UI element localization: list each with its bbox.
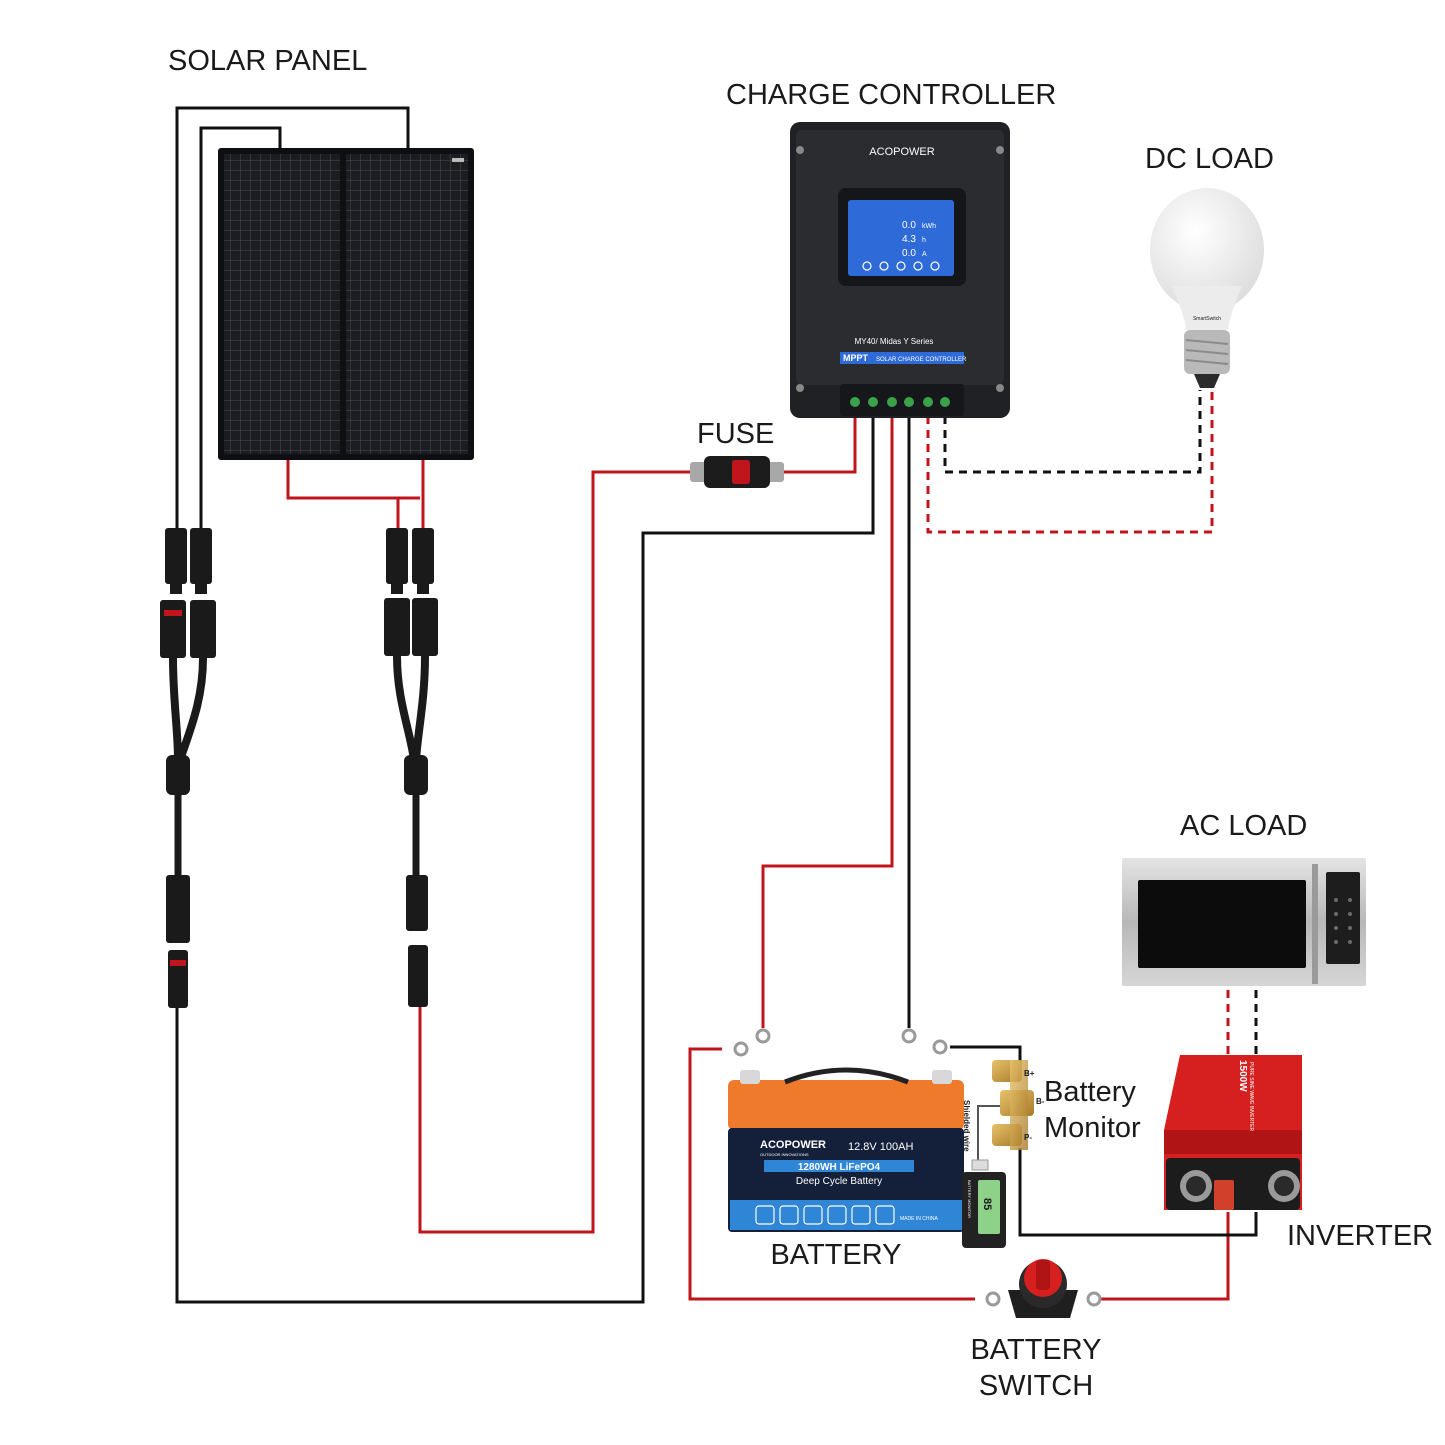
battery-tagline: OUTDOOR INNOVATIONS: [760, 1152, 809, 1157]
controller-terminal-block: [840, 384, 964, 416]
label-dc-load: DC LOAD: [1145, 143, 1274, 175]
controller-terminals: [850, 397, 950, 407]
shunt-terminal-b-minus: B-: [1036, 1097, 1045, 1106]
fuse-holder: [690, 456, 784, 488]
ring-terminals: [733, 1028, 1102, 1307]
microwave: [1122, 858, 1366, 986]
switch-to-inverter: [1100, 1212, 1230, 1301]
lcd-value-3: 0.0: [902, 248, 916, 259]
shunt-to-inverter-negative: [1018, 1148, 1258, 1237]
battery-type: Deep Cycle Battery: [796, 1176, 882, 1187]
shunt-terminal-b-plus: B+: [1024, 1069, 1035, 1078]
controller-mppt: MPPT: [843, 353, 869, 363]
label-ac-load: AC LOAD: [1180, 810, 1307, 842]
dc-load-negative: [943, 390, 1202, 474]
shunt-terminal-p-minus: P-: [1024, 1133, 1032, 1142]
label-battery-switch-line1: BATTERY: [970, 1334, 1101, 1366]
branch-cable-left: [169, 657, 207, 762]
inverter: 1500W PURE SINE WAVE INVERTER: [1164, 1055, 1302, 1210]
charge-controller: ACOPOWER 0.0 4.3 0.0 kWh h A MY40/ Midas…: [790, 122, 1010, 418]
inverter-type: PURE SINE WAVE INVERTER: [1248, 1062, 1254, 1131]
label-charge-controller: CHARGE CONTROLLER: [726, 79, 1056, 111]
fuse-to-controller: [782, 416, 857, 474]
mc4-pair-left-top: [165, 528, 212, 594]
panel-lead-inner: [199, 126, 282, 530]
label-inverter: INVERTER: [1287, 1220, 1433, 1252]
wires: [175, 106, 1258, 1304]
lcd-unit-2: h: [922, 237, 926, 244]
light-bulb: SmartSwitch: [1150, 188, 1264, 388]
battery-spec: 12.8V 100AH: [848, 1141, 913, 1153]
controller-buttons[interactable]: [862, 261, 940, 271]
battery-brand: ACOPOWER: [760, 1139, 826, 1151]
controller-to-battery-positive: [761, 416, 894, 1028]
battery-monitor-display: 85 BATTERY MONITOR: [962, 1172, 1006, 1248]
label-battery-monitor-line1: Battery: [1044, 1076, 1136, 1108]
bulb-brand: SmartSwitch: [1193, 316, 1221, 322]
solar-panels: [218, 148, 474, 460]
label-battery-switch-line2: SWITCH: [979, 1370, 1093, 1402]
battery-capacity: 1280WH LiFePO4: [798, 1162, 881, 1173]
shunt: B+ B- P-: [992, 1060, 1045, 1150]
branch-cable-right: [393, 655, 429, 761]
lcd-unit-3: A: [922, 251, 927, 258]
lifepo4-battery: ACOPOWER OUTDOOR INNOVATIONS 12.8V 100AH…: [728, 1067, 964, 1232]
pv-positive-to-fuse: [418, 470, 693, 1234]
mc4-pair-left-mid: [160, 600, 216, 658]
monitor-display-value: 85: [981, 1198, 993, 1210]
mc4-pair-right-mid: [384, 598, 438, 656]
lcd-value-1: 0.0: [902, 220, 916, 231]
battery-made-in: MADE IN CHINA: [900, 1216, 938, 1222]
monitor-display-label: BATTERY MONITOR: [967, 1180, 972, 1218]
mc4-connectors: [160, 528, 438, 1008]
shielded-wire-label: Shielded wire: [962, 1100, 971, 1152]
label-battery-monitor-line2: Monitor: [1044, 1112, 1141, 1144]
panel-lead-outer: [175, 106, 410, 530]
label-fuse: FUSE: [697, 418, 774, 450]
inverter-rating: 1500W: [1237, 1060, 1248, 1092]
battery-positive-to-switch: [688, 1047, 975, 1301]
label-solar-panel: SOLAR PANEL: [168, 45, 367, 77]
solar-panel-left: [218, 148, 350, 460]
solar-panel-right: [340, 148, 474, 460]
controller-lcd: [848, 200, 954, 276]
dc-load-positive: [926, 390, 1214, 534]
shielded-wire: [977, 1105, 1000, 1160]
battery-negative-to-shunt: [950, 1045, 1022, 1063]
panel-positive-leads: [286, 455, 420, 500]
controller-subtitle: SOLAR CHARGE CONTROLLER: [876, 357, 967, 363]
label-battery: BATTERY: [770, 1239, 901, 1271]
controller-brand: ACOPOWER: [869, 146, 934, 158]
lcd-unit-1: kWh: [922, 223, 936, 230]
mc4-pair-right-top: [386, 528, 434, 594]
lcd-value-2: 4.3: [902, 234, 916, 245]
controller-model: MY40/ Midas Y Series: [855, 337, 934, 346]
pv-negative-to-controller: [175, 416, 875, 1304]
battery-switch: [1008, 1259, 1078, 1318]
